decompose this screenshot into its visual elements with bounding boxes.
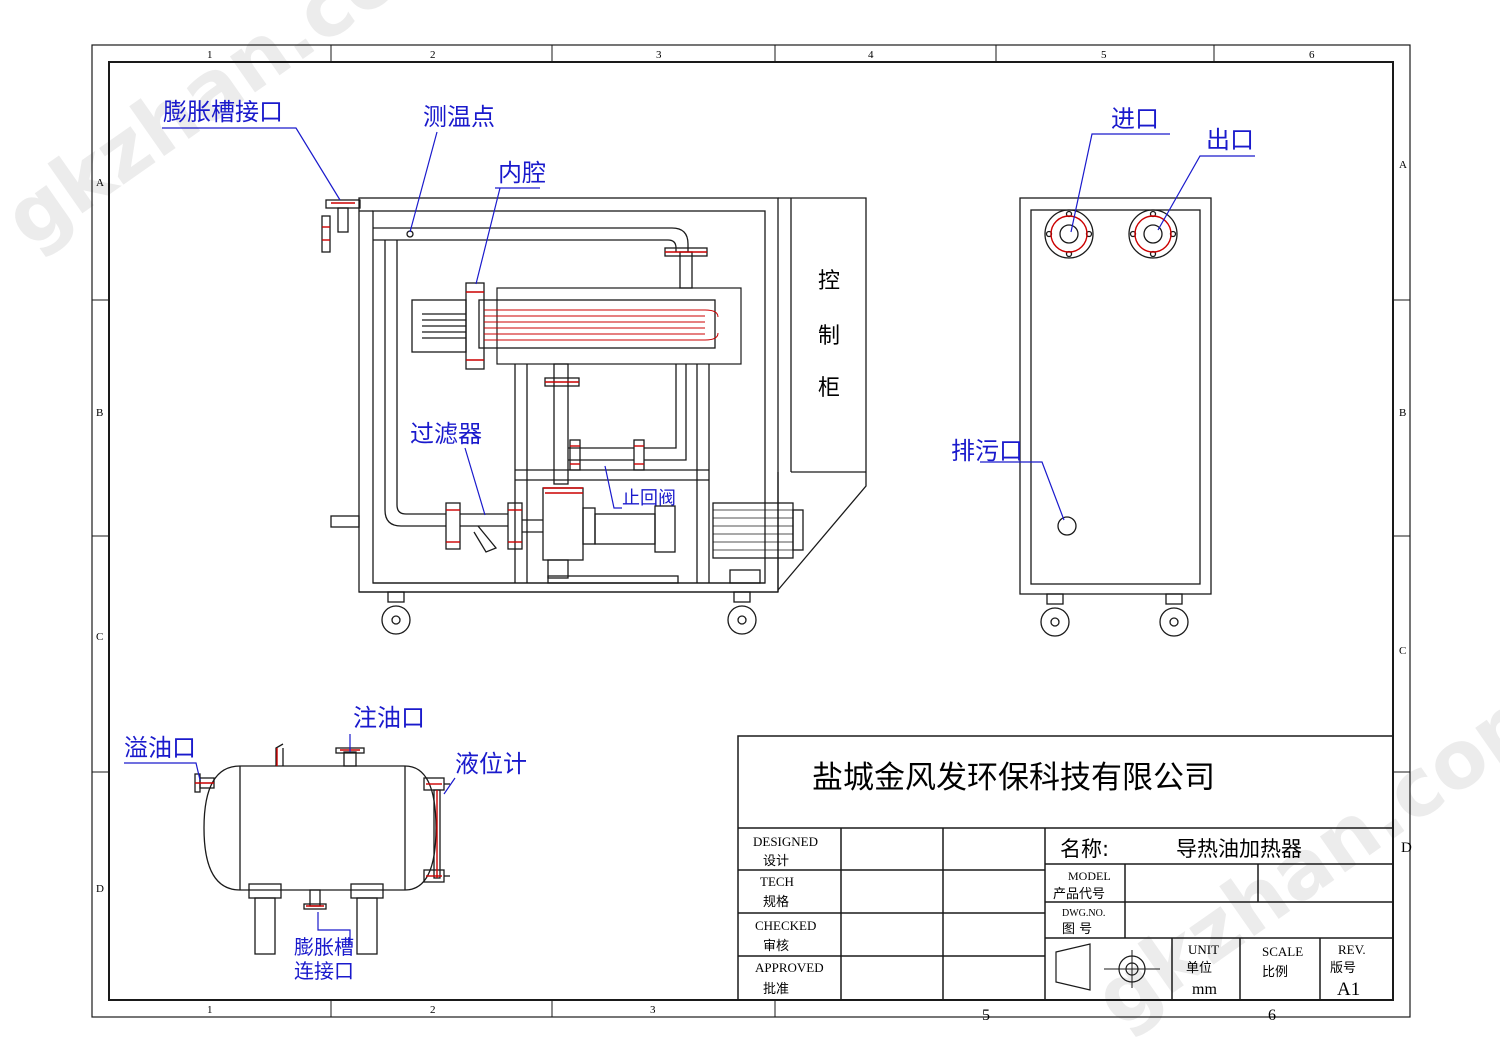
caster-wheels <box>381 591 757 635</box>
unit-cn: 单位 <box>1186 961 1212 976</box>
checked-cn: 审核 <box>763 939 789 954</box>
grid-col-6: 6 <box>1309 49 1315 61</box>
label-check-valve: 止回阀 <box>622 488 676 509</box>
label-overflow: 溢油口 <box>124 734 196 762</box>
label-inlet: 进口 <box>1111 105 1159 133</box>
product-name: 导热油加热器 <box>1176 837 1302 861</box>
grid-bottom-col-5: 5 <box>982 1007 990 1024</box>
designed-cn: 设计 <box>763 854 789 869</box>
leader-overflow <box>124 762 201 781</box>
leader-outlet <box>1157 155 1255 231</box>
grid-row-A-right: A <box>1399 159 1407 171</box>
leader-inlet <box>1070 133 1170 233</box>
flange-marks <box>322 202 707 543</box>
label-control-cabinet-1: 控 <box>818 269 840 294</box>
label-temp-point: 测温点 <box>423 103 495 131</box>
leader-expansion-port <box>162 127 341 201</box>
grid-row-B-right: B <box>1399 407 1406 419</box>
front-flange-rings <box>1050 215 1172 253</box>
grid-row-C-left: C <box>96 631 103 643</box>
rev-en: REV. <box>1338 942 1366 957</box>
label-control-cabinet-2: 制 <box>818 324 840 349</box>
grid-row-A-left: A <box>96 177 104 189</box>
leader-check-valve <box>604 465 622 509</box>
approved-cn: 批准 <box>763 982 789 997</box>
leader-level-gauge <box>443 777 456 795</box>
front-view-labels: 进口 出口 排污口 <box>951 105 1255 521</box>
designed-en: DESIGNED <box>753 834 818 849</box>
label-level-gauge: 液位计 <box>455 750 527 778</box>
sheet-border <box>91 44 1411 1018</box>
grid-bottom-col-3: 3 <box>650 1004 656 1016</box>
model-en: MODEL <box>1068 869 1111 883</box>
sheet-grid-labels: 1 2 3 4 5 6 1 2 3 5 6 A B C D A B C D <box>96 49 1412 1024</box>
label-expansion-port: 膨胀槽接口 <box>163 98 283 126</box>
title-block <box>737 735 1394 1001</box>
grid-col-4: 4 <box>868 49 874 61</box>
scale-cn: 比例 <box>1262 965 1288 980</box>
dwg-cn: 图 号 <box>1062 922 1092 937</box>
dwg-en: DWG.NO. <box>1062 908 1105 919</box>
grid-row-B-left: B <box>96 407 103 419</box>
label-fill: 注油口 <box>353 704 425 732</box>
label-expansion-conn-1: 膨胀槽 <box>294 935 354 959</box>
label-inner-cavity: 内腔 <box>498 159 546 187</box>
grid-bottom-col-2: 2 <box>430 1004 436 1016</box>
label-control-cabinet-3: 柜 <box>818 376 840 401</box>
rev-cn: 版号 <box>1330 961 1356 976</box>
front-view <box>1019 197 1212 637</box>
approved-en: APPROVED <box>755 960 824 975</box>
model-cn: 产品代号 <box>1053 887 1105 902</box>
grid-col-2: 2 <box>430 49 436 61</box>
tank-view <box>194 743 450 955</box>
side-view <box>321 197 867 635</box>
label-drain: 排污口 <box>951 437 1023 465</box>
leader-drain <box>980 461 1065 521</box>
grid-row-D-left: D <box>96 883 104 895</box>
grid-col-1: 1 <box>207 49 213 61</box>
tank-view-labels: 溢油口 注油口 液位计 膨胀槽 连接口 <box>124 704 527 983</box>
label-filter: 过滤器 <box>410 420 482 448</box>
scale-en: SCALE <box>1262 944 1303 959</box>
unit-value: mm <box>1192 981 1217 998</box>
grid-col-3: 3 <box>656 49 662 61</box>
leader-filter <box>464 447 486 516</box>
grid-bottom-col-6: 6 <box>1268 1007 1276 1024</box>
title-block-text: 盐城金风发环保科技有限公司 名称: 导热油加热器 DESIGNED 设计 TEC… <box>753 760 1366 1000</box>
name-label: 名称: <box>1060 837 1109 861</box>
leader-temp-point <box>409 131 438 233</box>
side-view-labels: 膨胀槽接口 测温点 内腔 过滤器 止回阀 控 制 柜 <box>162 98 840 516</box>
grid-bottom-col-1: 1 <box>207 1004 213 1016</box>
company-name: 盐城金风发环保科技有限公司 <box>812 760 1215 796</box>
grid-row-C-right: C <box>1399 645 1406 657</box>
label-expansion-conn-2: 连接口 <box>294 959 354 983</box>
leader-expansion-conn <box>317 912 351 945</box>
checked-en: CHECKED <box>755 918 816 933</box>
tech-en: TECH <box>760 874 794 889</box>
grid-col-5: 5 <box>1101 49 1107 61</box>
tech-cn: 规格 <box>763 894 789 910</box>
unit-en: UNIT <box>1188 942 1219 957</box>
leader-inner-cavity <box>475 187 540 285</box>
label-outlet: 出口 <box>1206 126 1254 154</box>
rev-value: A1 <box>1337 979 1360 1000</box>
grid-row-D-right: D <box>1401 840 1412 856</box>
